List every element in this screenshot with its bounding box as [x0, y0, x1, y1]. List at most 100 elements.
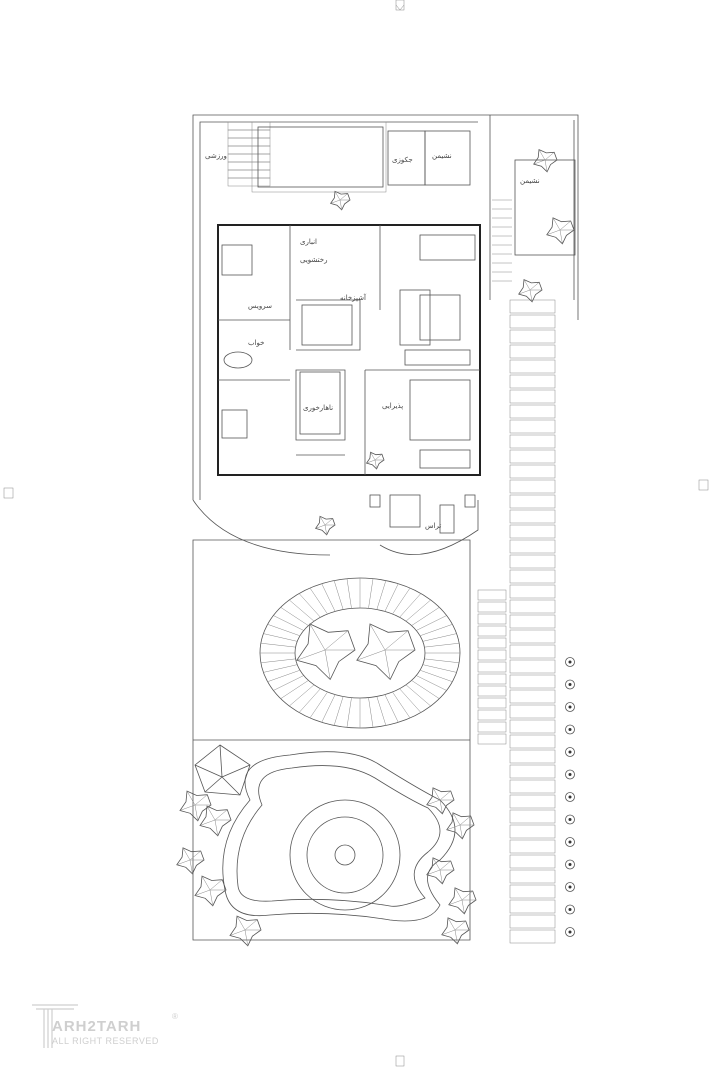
amphi-step [424, 642, 460, 648]
umbrella [194, 744, 251, 796]
deck-board [227, 129, 271, 139]
amphi-step [384, 694, 399, 723]
deck-board [227, 161, 271, 171]
amphi-step [411, 680, 440, 699]
parking-stripe [509, 614, 556, 629]
stripe [477, 709, 507, 721]
tree-branch [529, 289, 533, 302]
site-boundary [192, 114, 579, 941]
round-tree [565, 724, 575, 735]
tree-branch [189, 850, 201, 861]
tree-branch [209, 879, 223, 891]
tree-branch [324, 518, 333, 526]
round-tree [565, 882, 575, 892]
amphi-step [376, 696, 387, 726]
stripe [477, 733, 507, 745]
round-tree-center [568, 795, 572, 799]
tree-branch [448, 899, 463, 906]
tree-branch [459, 815, 471, 826]
terrace-edge [192, 499, 479, 556]
parking-stripe [509, 779, 556, 794]
tree [229, 915, 262, 947]
tree-branch [214, 809, 228, 821]
tree-branch [356, 649, 386, 661]
label-dining: ناهارخوری [303, 404, 333, 412]
tree-branch [446, 824, 461, 831]
tree-branch [447, 917, 456, 931]
round-tree-center [568, 728, 572, 731]
parking-stripe [509, 599, 556, 614]
tree-branch [176, 859, 191, 866]
amphi-step [321, 694, 336, 723]
parking-stripe [509, 464, 556, 479]
tree [441, 917, 470, 945]
amphi-step [333, 696, 344, 726]
amphi-step [405, 684, 431, 707]
parking-stripe [509, 419, 556, 434]
outdoor-sitting [514, 159, 576, 256]
label-kitchen: آشپزخانه [340, 293, 367, 302]
oval-amphitheater [259, 577, 461, 729]
tree-branch [194, 889, 211, 896]
amphi-step [273, 675, 304, 691]
parking-stripe [509, 719, 556, 734]
section-markers [3, 0, 709, 1067]
tree-branch [319, 516, 326, 526]
tree [448, 887, 477, 915]
parking-stripe [509, 929, 556, 944]
amphi-step [267, 624, 301, 637]
tree-branch [374, 459, 377, 469]
tree-branch [454, 887, 463, 901]
stripe [477, 601, 507, 613]
tree-branch [523, 279, 531, 291]
tree [533, 149, 558, 173]
round-tree-center [568, 840, 572, 844]
amphi-step [392, 587, 411, 615]
tree-branch [194, 794, 208, 806]
label-bedroom: خواب [248, 339, 264, 347]
tree-branch [432, 787, 441, 801]
round-tree-center [568, 705, 572, 709]
tree-branch [334, 191, 341, 201]
round-tree-center [568, 660, 572, 664]
parking-stripe [509, 674, 556, 689]
room-labels: ورزشی جکوزی نشیمن نشیمن آشپزخانه پذیرایی… [205, 152, 540, 530]
tree-branch [461, 890, 473, 901]
tree-branch [559, 220, 571, 231]
amphi-step [416, 675, 447, 691]
parking-stripe [509, 524, 556, 539]
tree-branch [179, 804, 196, 811]
tree-branch [366, 459, 376, 464]
tree-branch [244, 929, 249, 946]
amphi-step [422, 633, 457, 642]
tree-branch [370, 452, 376, 461]
parking-stripe [509, 494, 556, 509]
stripe [477, 649, 507, 661]
tree [314, 515, 336, 536]
round-tree [565, 904, 575, 915]
amphi-step [399, 593, 422, 618]
tree-branch [439, 790, 451, 801]
tree-branch [432, 857, 441, 871]
round-tree [565, 747, 575, 757]
amphi-step [263, 633, 298, 642]
tree-branch [324, 649, 331, 680]
tree-branch [454, 929, 458, 944]
parking-stripe [509, 689, 556, 704]
parking-stripe [509, 479, 556, 494]
parking-stripe [509, 854, 556, 869]
amphi-step [273, 615, 304, 631]
tree-branch [201, 876, 211, 891]
left-stripes [477, 589, 507, 745]
label-pool-sitting: نشیمن [432, 152, 452, 160]
amphi-step [309, 691, 328, 719]
amphi-step [333, 580, 344, 610]
parking-stripe [509, 884, 556, 899]
deck-board [227, 169, 271, 179]
parking-stripe [509, 764, 556, 779]
label-jacuzzi: جکوزی [392, 156, 413, 164]
round-tree-center [568, 885, 572, 889]
tree-branch [439, 869, 443, 884]
parking-stripe [509, 344, 556, 359]
